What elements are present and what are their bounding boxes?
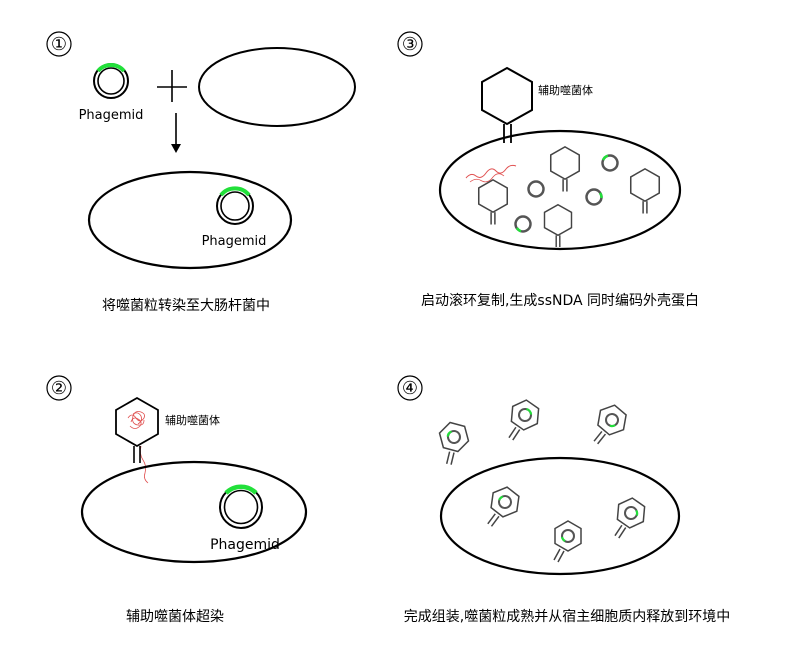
step-number-circle (46, 31, 72, 57)
phage-particle-icon (477, 179, 509, 226)
helper-phage (115, 396, 159, 484)
ssdna-icon (465, 164, 517, 179)
mature-phage-icon (592, 401, 629, 449)
panel-4: ④ 完成组装,噬菌粒成熟并从宿主细胞质内释放到环境中 (397, 375, 730, 625)
panel-caption: 辅助噬菌体超染 (126, 609, 224, 625)
ecoli-cell (438, 129, 682, 251)
phagemid-label: Phagemid (79, 108, 144, 123)
phage-dna-icon (127, 411, 149, 484)
step-number: ① (51, 34, 67, 55)
phagemid-label: Phagemid (202, 234, 267, 249)
phagemid-plasmid (219, 484, 263, 529)
mature-phage-icon (613, 495, 647, 542)
panel-1: ① Phagemid Phagemid 将噬菌粒转染至大肠杆菌中 (46, 31, 356, 314)
panel-2: ② 辅助噬菌体 Phagemid 辅助噬菌体超染 (46, 375, 308, 625)
step-number: ④ (402, 378, 418, 399)
ecoli-cell (80, 460, 308, 564)
mature-phage-icon (507, 397, 541, 444)
helper-phage (481, 66, 533, 143)
phagemid-plasmid (216, 186, 254, 225)
plus-icon (157, 70, 187, 102)
mature-phage-icon (553, 520, 582, 563)
step-number-circle (46, 375, 72, 401)
phagemid-label: Phagemid (210, 537, 280, 553)
helper-phage-label: 辅助噬菌体 (165, 413, 220, 427)
step-number-circle (397, 375, 423, 401)
phagemid-ring-icon (585, 188, 603, 206)
panel-caption: 将噬菌粒转染至大肠杆菌中 (102, 298, 270, 314)
transformed-ecoli-cell (87, 170, 293, 270)
step-number: ② (51, 378, 67, 399)
ecoli-cell (439, 456, 681, 576)
mature-phage-icon (486, 484, 521, 531)
panel-3: ③ 辅助噬菌体 启动滚 (397, 31, 699, 309)
phagemid-ring-icon (514, 215, 532, 233)
phagemid-ring-icon (527, 180, 545, 198)
helper-phage-label: 辅助噬菌体 (538, 83, 593, 97)
phagemid-ring-icon (601, 154, 619, 172)
panel-caption: 启动滚环复制,生成ssNDA 同时编码外壳蛋白 (421, 292, 699, 309)
phagemid-plasmid (93, 63, 129, 99)
step-number-circle (397, 31, 423, 57)
phage-particle-icon (629, 168, 661, 215)
phage-particle-icon (543, 203, 573, 248)
panel-caption: 完成组装,噬菌粒成熟并从宿主细胞质内释放到环境中 (404, 608, 730, 625)
step-number: ③ (402, 34, 418, 55)
arrow-down-icon (171, 113, 181, 153)
mature-phage-icon (435, 418, 475, 467)
ecoli-cell (198, 47, 356, 127)
phage-particle-icon (549, 146, 581, 193)
